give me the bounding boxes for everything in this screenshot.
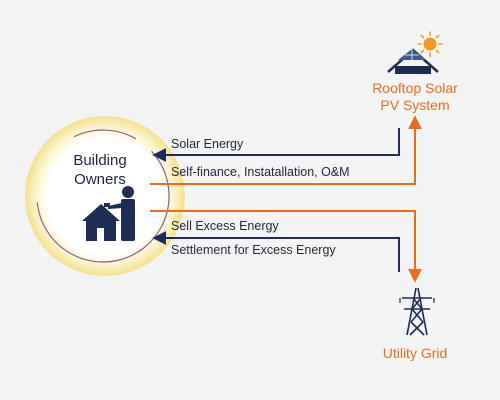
self-finance-arrow — [150, 115, 422, 185]
owner-ring — [36, 129, 170, 263]
settlement-arrow — [152, 231, 400, 272]
sell-excess-label: Sell Excess Energy — [171, 219, 279, 233]
house-with-person-icon — [82, 186, 135, 241]
transmission-tower-icon — [399, 287, 435, 336]
building-owners-label: Building Owners — [60, 151, 140, 189]
owner-glow — [25, 116, 185, 276]
rooftop-solar-sun-icon — [387, 31, 443, 74]
building-owners-line1: Building — [73, 152, 127, 169]
utility-grid-label: Utility Grid — [382, 345, 448, 361]
solar-energy-label: Solar Energy — [171, 137, 244, 151]
rooftop-solar-line2: PV System — [380, 97, 450, 113]
rooftop-solar-line1: Rooftop Solar — [372, 80, 458, 96]
sell-excess-arrow — [150, 210, 422, 283]
self-finance-label: Self-finance, Instatallation, O&M — [171, 165, 350, 179]
rooftop-solar-label: Rooftop Solar PV System — [352, 80, 478, 114]
solar-energy-arrow — [152, 128, 400, 162]
settlement-label: Settlement for Excess Energy — [171, 243, 336, 257]
building-owners-line2: Owners — [74, 171, 126, 188]
